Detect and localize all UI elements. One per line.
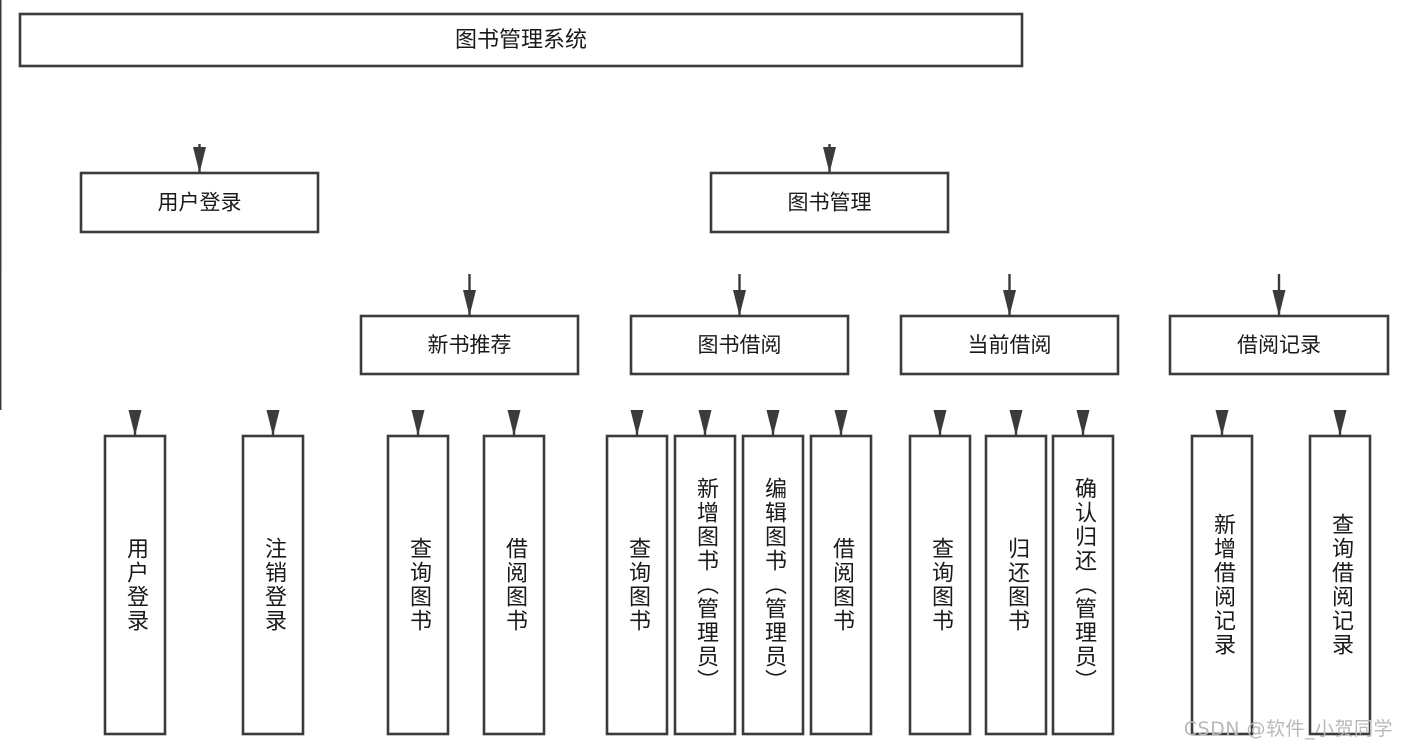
leaf-box-leaf-query-book-3[interactable] (908, 434, 972, 736)
arrow-head-leaf-book-borrow-0 (630, 410, 644, 436)
node-box-current-borrow[interactable] (899, 314, 1120, 376)
node-box-borrow-record[interactable] (1168, 314, 1390, 376)
arrow-head-book-manage-1 (733, 290, 746, 316)
leaf-box-leaf-query-book-1[interactable] (386, 434, 450, 736)
arrow-head-leaf-borrow-record-1 (1333, 410, 1347, 436)
arrow-head-leaf-book-borrow-2 (766, 410, 780, 436)
node-box-new-book-recommend[interactable] (359, 314, 580, 376)
arrow-head-leaf-current-borrow-0 (933, 410, 947, 436)
node-label-current-borrow: 当前借阅 (968, 333, 1052, 357)
leaf-box-leaf-query-book-2[interactable] (605, 434, 669, 736)
leaf-box-leaf-user-logout[interactable] (241, 434, 305, 736)
arrow-head-leaf-new-book-recommend-0 (411, 410, 425, 436)
node-label-user-login: 用户登录 (158, 191, 242, 215)
node-label-book-manage: 图书管理 (788, 191, 872, 215)
leaf-box-leaf-return-book[interactable] (984, 434, 1048, 736)
leaf-box-leaf-user-login[interactable] (103, 434, 167, 736)
node-label-book-borrow: 图书借阅 (698, 333, 782, 357)
node-label-borrow-record: 借阅记录 (1237, 333, 1321, 357)
arrow-head-book-manage-3 (1272, 290, 1286, 316)
arrow-head-leaf-user-login-0 (128, 410, 142, 436)
node-box-book-borrow[interactable] (629, 314, 850, 376)
watermark-text: CSDN @软件_小贺同学 (1183, 718, 1393, 740)
connectors-layer (0, 0, 1347, 436)
leaf-box-leaf-query-record[interactable] (1308, 434, 1372, 736)
arrow-head-leaf-book-borrow-3 (834, 410, 848, 436)
leaf-box-leaf-confirm-return[interactable] (1051, 434, 1115, 736)
arrow-head-leaf-user-login-1 (266, 410, 280, 436)
arrow-head-book-manage-2 (1003, 290, 1016, 316)
node-boxes-layer (18, 12, 1390, 736)
arrow-head-leaf-book-borrow-1 (698, 410, 712, 436)
leaf-box-leaf-edit-book[interactable] (741, 434, 805, 736)
leaf-box-leaf-add-book[interactable] (673, 434, 737, 736)
leaf-box-leaf-borrow-book-2[interactable] (809, 434, 873, 736)
arrow-head-book-manage-0 (463, 290, 476, 316)
node-label-new-book-recommend: 新书推荐 (428, 333, 512, 357)
leaf-box-leaf-borrow-book-1[interactable] (482, 434, 546, 736)
arrow-head-root-1 (823, 147, 836, 173)
leaf-box-leaf-add-record[interactable] (1190, 434, 1254, 736)
node-box-user-login[interactable] (79, 171, 320, 234)
arrow-head-leaf-current-borrow-1 (1009, 410, 1023, 436)
arrow-head-leaf-borrow-record-0 (1215, 410, 1229, 436)
node-box-root[interactable] (18, 12, 1024, 68)
arrow-head-root-0 (193, 147, 206, 173)
arrow-head-leaf-new-book-recommend-1 (507, 410, 521, 436)
arrow-head-leaf-current-borrow-2 (1076, 410, 1090, 436)
node-label-root: 图书管理系统 (455, 28, 587, 53)
node-box-book-manage[interactable] (709, 171, 950, 234)
